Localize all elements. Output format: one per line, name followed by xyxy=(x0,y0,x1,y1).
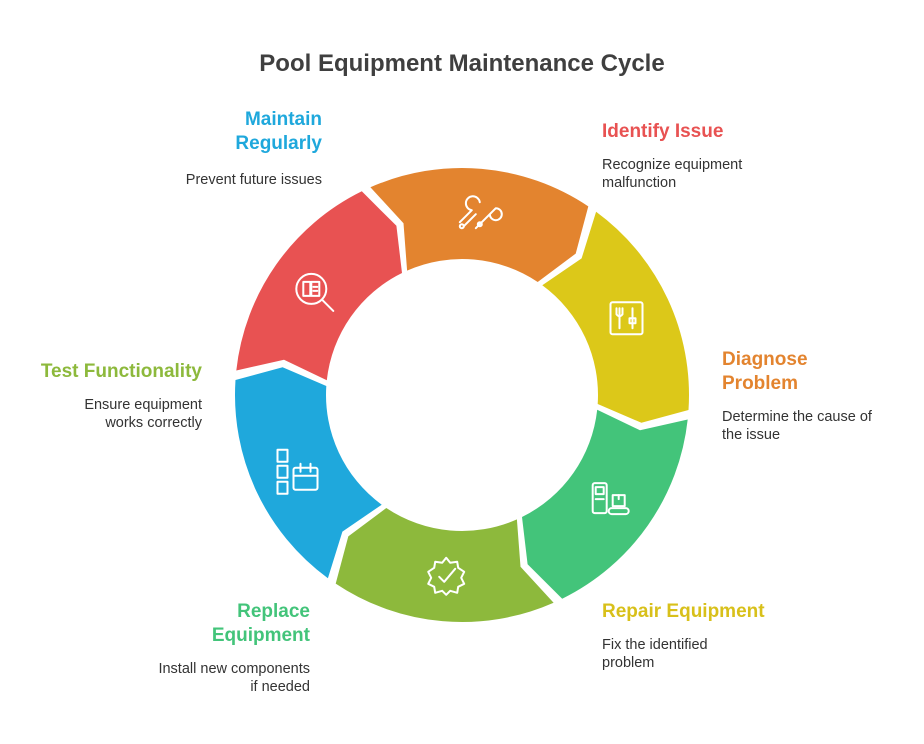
step-maintain-title-line: Maintain xyxy=(244,109,322,130)
step-maintain-title: Maintain Regularly xyxy=(122,108,322,156)
step-repair-title-line: Repair Equipment xyxy=(602,601,765,622)
step-maintain-title-line: Regularly xyxy=(235,133,322,154)
step-test-title-line: Test Functionality xyxy=(40,361,202,382)
machine-conveyor-icon xyxy=(591,482,630,516)
step-diagnose-title-line: Diagnose xyxy=(722,349,808,370)
gear-check-icon xyxy=(427,556,466,596)
step-replace-desc-line: if needed xyxy=(250,679,310,695)
wrench-icon xyxy=(458,195,503,230)
segment-replace xyxy=(522,409,688,599)
step-test-desc: Ensure equipment works correctly xyxy=(2,396,202,432)
step-identify-title: Identify Issue xyxy=(602,120,723,144)
step-repair-desc-line: Fix the identified xyxy=(602,637,708,653)
step-identify-desc-line: malfunction xyxy=(602,175,677,191)
step-test-desc-line: Ensure equipment xyxy=(84,397,202,413)
control-panel-icon xyxy=(609,301,644,336)
step-diagnose-title: Diagnose Problem xyxy=(722,348,808,396)
step-maintain-desc: Prevent future issues xyxy=(122,171,322,189)
step-replace-desc-line: Install new components xyxy=(158,661,310,677)
step-identify-title-line: Identify Issue xyxy=(602,121,724,142)
step-identify-desc: Recognize equipment malfunction xyxy=(602,156,742,192)
calendar-schedule-icon xyxy=(276,448,319,495)
step-identify-desc-line: Recognize equipment xyxy=(602,157,743,173)
diagram-title: Pool Equipment Maintenance Cycle xyxy=(259,50,665,77)
segment-maintain xyxy=(235,367,382,579)
step-replace-desc: Install new components if needed xyxy=(110,660,310,696)
step-diagnose-desc: Determine the cause of the issue xyxy=(722,408,872,444)
step-repair-desc: Fix the identified problem xyxy=(602,636,708,672)
step-test-title: Test Functionality xyxy=(2,360,202,384)
file-search-icon xyxy=(295,272,335,312)
step-diagnose-desc-line: the issue xyxy=(722,427,781,443)
step-repair-desc-line: problem xyxy=(602,655,655,671)
step-replace-title-line: Equipment xyxy=(211,625,310,646)
segment-repair xyxy=(542,211,689,423)
segment-test xyxy=(335,508,554,622)
step-diagnose-desc-line: Determine the cause of xyxy=(722,409,872,425)
step-maintain-desc-line: Prevent future issues xyxy=(185,172,322,188)
step-test-desc-line: works correctly xyxy=(105,415,202,431)
step-replace-title-line: Replace xyxy=(237,601,310,622)
step-repair-title: Repair Equipment xyxy=(602,600,765,624)
step-diagnose-title-line: Problem xyxy=(722,373,799,394)
step-replace-title: Replace Equipment xyxy=(110,600,310,648)
